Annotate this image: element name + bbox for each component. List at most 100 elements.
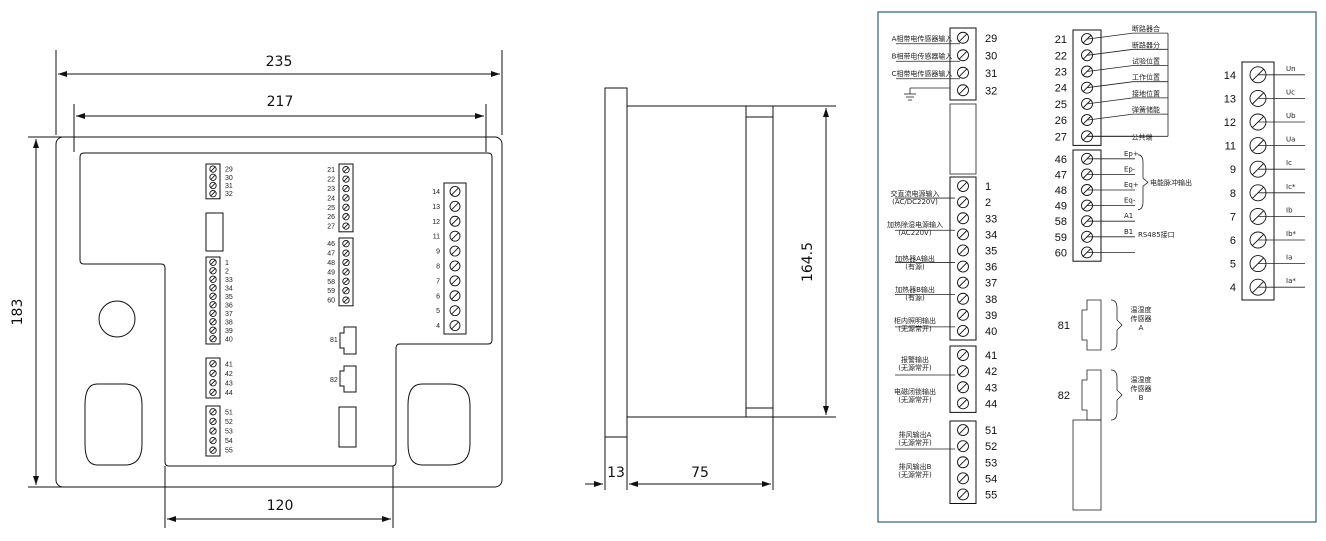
- wiring-diagram: 29303132A相带电传感器输入B相带电传感器输入C相带电传感器输入12333…: [877, 11, 1317, 523]
- wiring-terminal-number: 4: [1230, 282, 1236, 294]
- wiring-terminal-screw: [957, 180, 969, 193]
- front-terminal-screw: [342, 296, 350, 304]
- front-terminal-screw: [449, 185, 461, 197]
- wiring-pulse-label: Eq+: [1124, 181, 1139, 189]
- front-terminal-screw: [209, 165, 217, 173]
- front-terminal-number: 47: [327, 251, 335, 258]
- wiring-terminal-screw: [957, 212, 969, 225]
- front-terminal-screw: [342, 222, 350, 230]
- front-terminal-screw: [342, 213, 350, 221]
- wiring-terminal-screw: [957, 196, 969, 209]
- wiring-signal-label: Un: [1286, 65, 1296, 73]
- wiring-terminal-number: 7: [1230, 211, 1236, 223]
- wiring-terminal-number: 34: [985, 229, 997, 241]
- front-terminal-screw: [209, 301, 217, 309]
- front-terminal-number: 4: [436, 323, 440, 330]
- wiring-status-label: 断路器分: [1132, 40, 1160, 49]
- front-terminal-screw: [342, 184, 350, 193]
- wiring-terminal-number: 33: [985, 213, 997, 225]
- wiring-terminal-number: 26: [1055, 115, 1067, 127]
- front-terminal-number: 30: [225, 175, 233, 182]
- wiring-terminal-screw: [957, 349, 969, 361]
- wiring-signal-label: Ia: [1286, 254, 1292, 262]
- wiring-terminal-screw: [957, 472, 969, 485]
- front-terminal-screw: [342, 249, 350, 257]
- wiring-terminal-screw: [957, 49, 969, 62]
- wiring-terminal-number: 41: [985, 350, 997, 362]
- front-terminal-screw: [449, 230, 461, 242]
- wiring-terminal-number: 14: [1224, 70, 1236, 82]
- block-g-terminals: [443, 182, 467, 335]
- wiring-signal-label: Ic*: [1286, 183, 1296, 191]
- pulse-brace: [1137, 154, 1149, 210]
- mounting-hole: [98, 300, 136, 338]
- front-terminal-number: 13: [432, 204, 440, 211]
- wiring-terminal-number: 58: [1055, 216, 1067, 228]
- wiring-terminal-number: 2: [985, 197, 991, 209]
- wiring-input-label: (有源): [905, 293, 925, 302]
- wiring-terminal-number: 52: [985, 441, 997, 453]
- wiring-input-label: 报警输出: [901, 355, 929, 364]
- wiring-terminal-number: 30: [985, 50, 997, 62]
- front-terminal-screw: [209, 446, 217, 454]
- front-terminal-number: 25: [327, 205, 335, 212]
- front-terminal-screw: [449, 245, 461, 257]
- wiring-signal-label: Ub: [1286, 112, 1296, 120]
- front-terminal-screw: [209, 190, 217, 198]
- wiring-pulse-label: Ep-: [1124, 165, 1136, 173]
- wiring-input-label: (无源常开): [898, 324, 932, 333]
- wiring-input-label: 交直流电源输入: [891, 189, 940, 198]
- front-terminal-number: 59: [327, 288, 335, 295]
- wiring-terminal-screw: [957, 84, 969, 97]
- front-terminal-screw: [342, 258, 350, 267]
- front-window-2: [338, 406, 357, 448]
- front-terminal-screw: [342, 194, 350, 202]
- wiring-signal-label: Ia*: [1286, 277, 1296, 285]
- front-terminal-number: 48: [327, 260, 335, 267]
- front-terminal-number: 27: [327, 224, 335, 231]
- rs485-label: RS485接口: [1138, 230, 1175, 239]
- front-terminal-screw: [209, 292, 217, 300]
- wiring-terminal-number: 21: [1055, 34, 1067, 46]
- front-terminal-number: 60: [327, 298, 335, 305]
- front-terminal-number: 39: [225, 328, 233, 335]
- wiring-terminal-screw: [957, 440, 969, 453]
- front-terminal-number: 7: [436, 278, 440, 285]
- wiring-terminal-number: 9: [1230, 164, 1236, 176]
- wiring-blank-1: [949, 103, 977, 175]
- wiring-rs485-label: A1: [1124, 212, 1133, 220]
- wiring-terminal-screw: [957, 424, 969, 436]
- front-connector-82: [339, 365, 357, 393]
- front-terminal-screw: [342, 166, 350, 174]
- wiring-input-label: (无源常开): [898, 363, 932, 372]
- front-terminal-screw: [209, 369, 217, 377]
- wiring-status-label: 公共端: [1132, 132, 1153, 141]
- sensor-label: 温湿度: [1131, 375, 1152, 384]
- front-terminal-number: 46: [327, 241, 335, 248]
- front-terminal-number: 51: [225, 409, 233, 416]
- front-terminal-number: 33: [225, 277, 233, 284]
- wiring-terminal-screw: [957, 381, 969, 394]
- dim-13-label: 13: [607, 465, 625, 481]
- wiring-terminal-number: 43: [985, 382, 997, 394]
- front-terminal-number: 43: [225, 380, 233, 387]
- front-terminal-screw: [449, 200, 461, 212]
- wiring-terminal-screw: [957, 456, 969, 469]
- sensor-connector-81: [1081, 299, 1123, 351]
- wiring-terminal-number: 55: [985, 489, 997, 501]
- wiring-terminal-number: 54: [985, 473, 997, 485]
- wiring-signal-label: Ic: [1286, 159, 1292, 167]
- front-terminal-number: 55: [225, 448, 233, 455]
- front-terminal-screw: [209, 309, 217, 317]
- wiring-rs485-label: B1: [1124, 228, 1133, 236]
- wiring-input-label: A相带电传感器输入: [892, 34, 953, 43]
- front-terminal-number: 8: [436, 263, 440, 270]
- wiring-input-label: 排风输出A: [899, 430, 932, 439]
- front-terminal-number: 49: [327, 269, 335, 276]
- wiring-terminal-screw: [957, 365, 969, 378]
- front-connector-82-label: 82: [330, 377, 338, 384]
- wiring-terminal-number: 6: [1230, 235, 1236, 247]
- wiring-input-label: (有源): [905, 262, 925, 271]
- wiring-pulse-label: Ep+: [1124, 150, 1139, 158]
